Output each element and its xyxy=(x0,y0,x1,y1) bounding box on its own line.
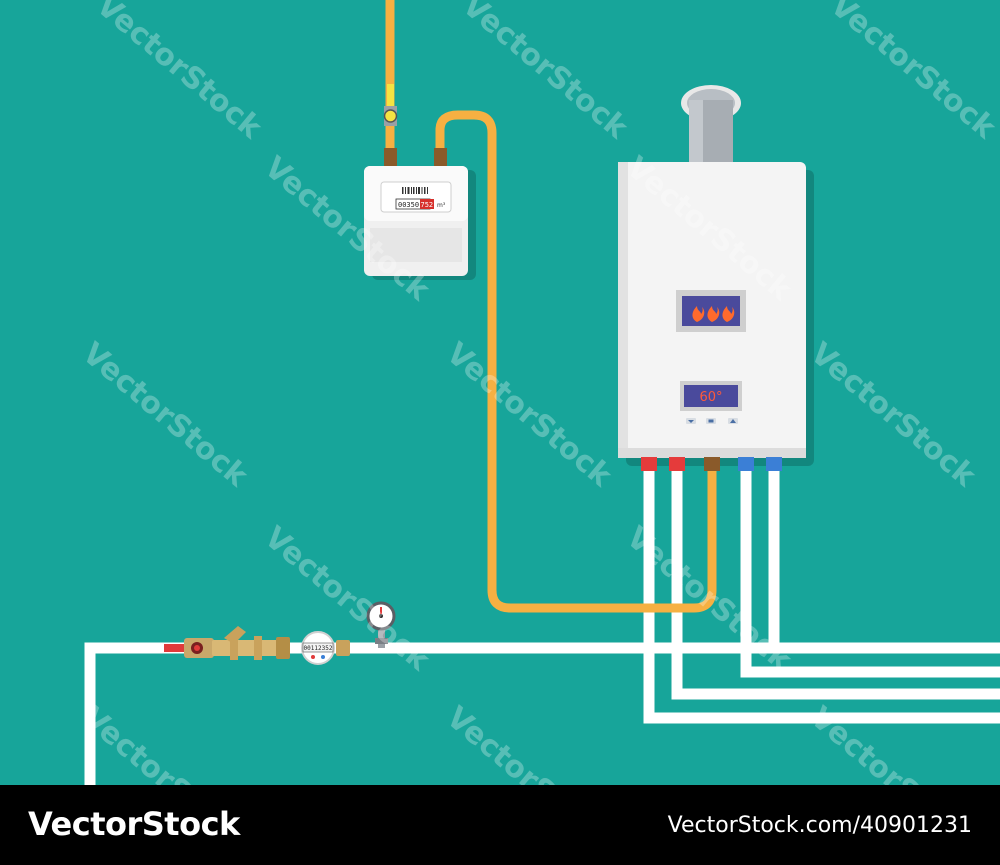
gas-meter: 00350 752 m³ xyxy=(364,166,468,276)
barcode xyxy=(402,187,428,194)
hot-return-pipe xyxy=(671,462,1000,700)
water-meter: 00112352 xyxy=(301,631,350,665)
boiler-scene: 00350 752 m³ xyxy=(0,0,1000,785)
hot-outlet-pipe xyxy=(643,462,1000,724)
boiler-connectors xyxy=(641,457,782,471)
ball-valve xyxy=(164,638,214,658)
gas-unit: m³ xyxy=(437,202,446,209)
scene-drawing: 00350 752 m³ xyxy=(84,0,1000,785)
hot-connector xyxy=(641,457,657,471)
brand-logo[interactable]: VectorStock xyxy=(28,805,240,843)
cold-connector xyxy=(738,457,754,471)
gas-reading-black: 00350 xyxy=(398,201,419,209)
footer-bar: VectorStock VectorStock.com/40901231 xyxy=(0,785,1000,865)
flame-icon xyxy=(722,306,735,322)
gas-connector xyxy=(704,457,720,471)
y-strainer xyxy=(212,626,290,660)
gas-reading-red: 752 xyxy=(421,201,434,209)
pressure-gauge xyxy=(366,601,396,648)
water-meter-reading: 00112352 xyxy=(304,645,333,652)
gas-boiler: 60° xyxy=(618,162,806,458)
main-water-pipe xyxy=(84,642,1000,785)
temperature-readout: 60° xyxy=(699,390,722,405)
temperature-display xyxy=(684,385,738,407)
cold-inlet-pipe xyxy=(740,462,1000,678)
cold-connector xyxy=(766,457,782,471)
gas-valve xyxy=(383,84,447,168)
image-id: VectorStock.com/40901231 xyxy=(667,813,972,838)
flame-icon xyxy=(707,306,720,322)
boiler-flue xyxy=(681,85,741,166)
hot-connector xyxy=(669,457,685,471)
flame-icons xyxy=(692,306,735,322)
flame-icon xyxy=(692,306,705,322)
water-pipes xyxy=(84,462,1000,785)
